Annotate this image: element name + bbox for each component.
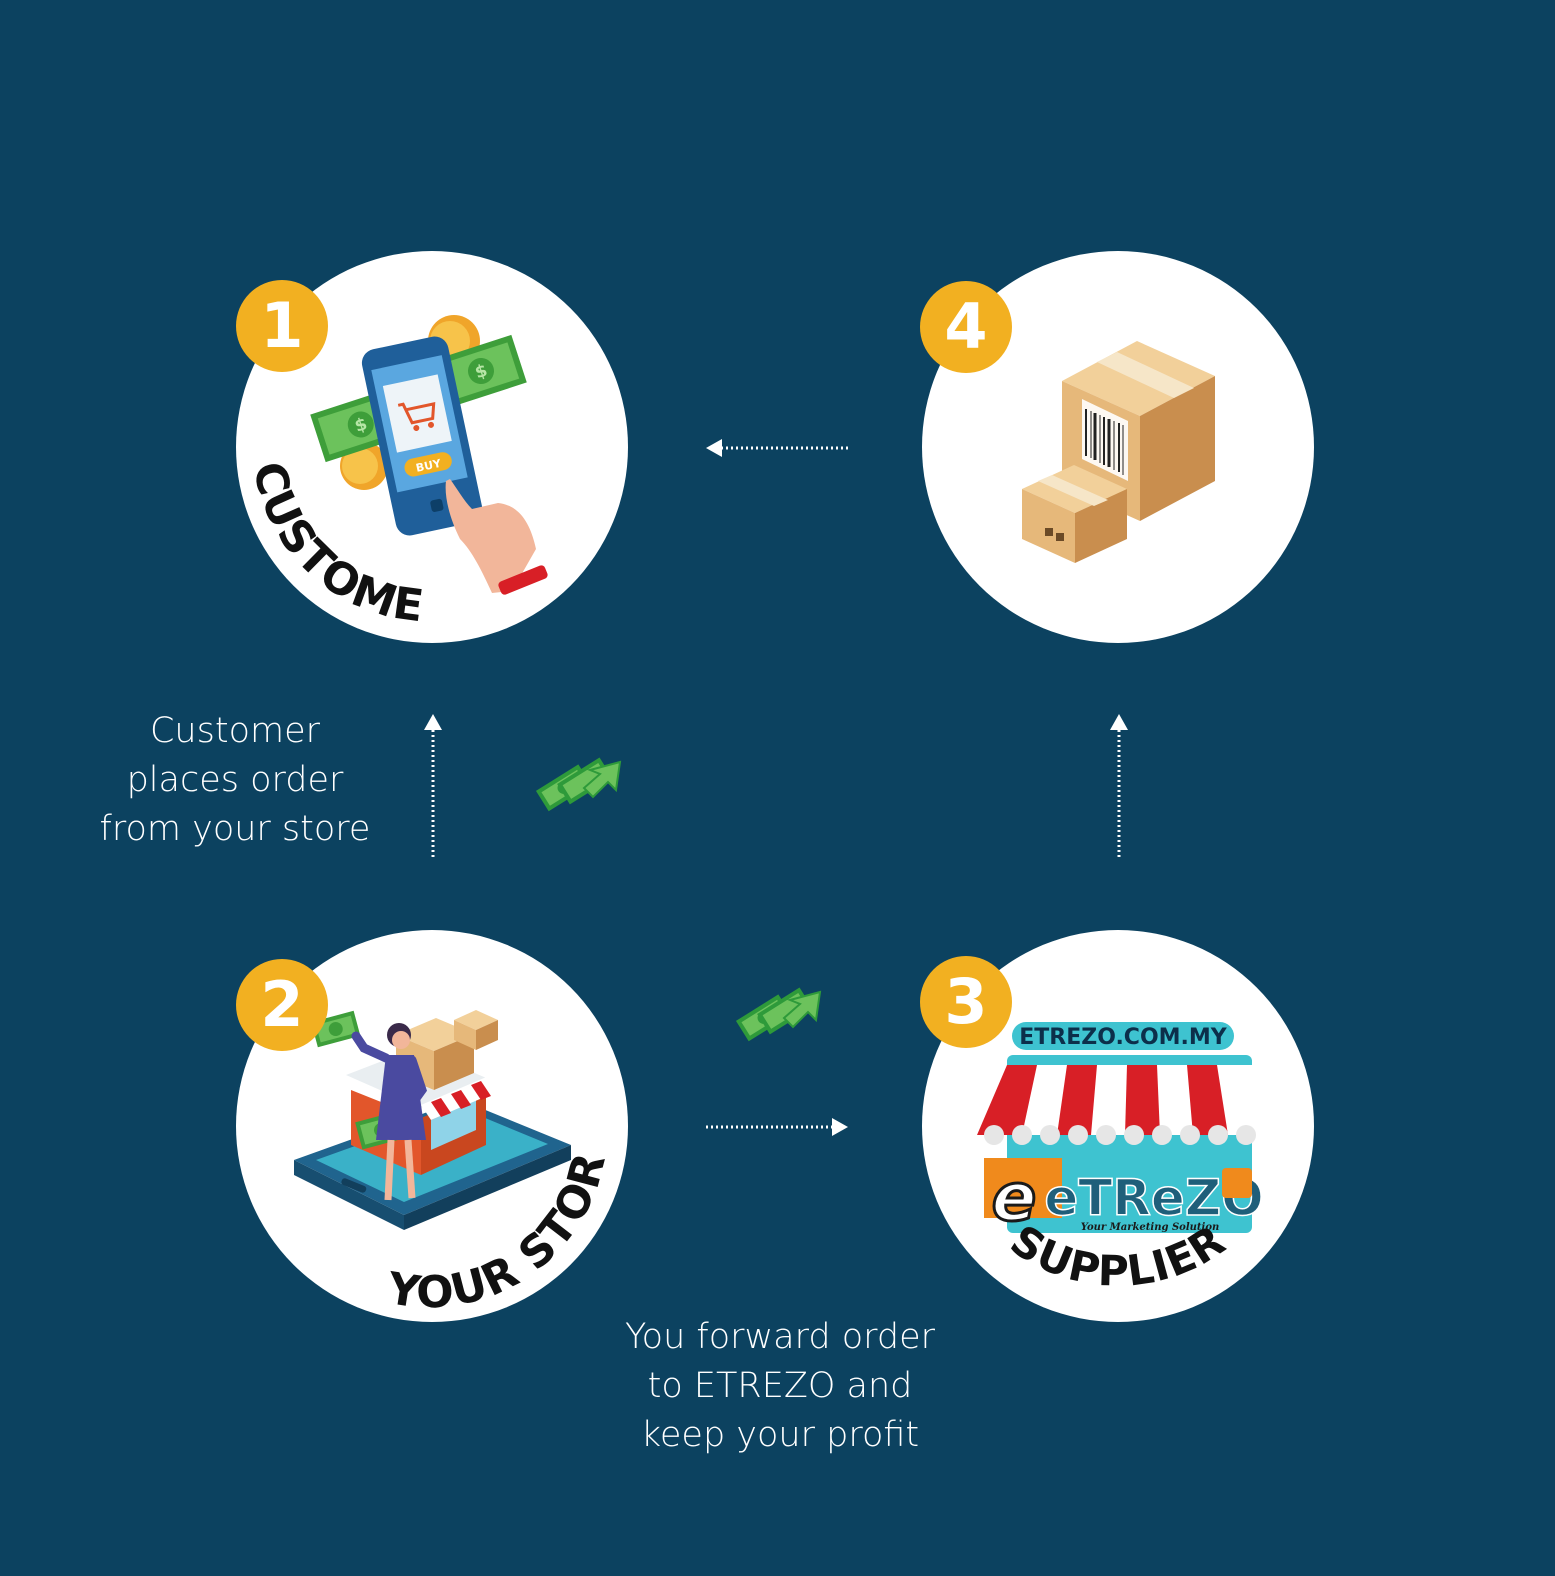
arrow-store-to-customer — [424, 714, 442, 857]
supplier-tagline-text: Your Marketing Solution — [1081, 1222, 1220, 1233]
supplier-banner-text: ETREZO.COM.MY — [1019, 1025, 1228, 1050]
step-supplier-circle: ETREZO.COM.MY e eTReZO Your Marketing So — [922, 930, 1314, 1322]
caption-forward-order-line-1: You forward order — [624, 1317, 936, 1357]
phone-buy-icon: $ $ BUY — [236, 251, 548, 632]
mobile-store-icon: YOUR STORE — [236, 930, 615, 1319]
step-4-badge: 4 — [920, 281, 1012, 373]
step-4-number: 4 — [944, 290, 988, 363]
step-shipping-circle — [922, 251, 1314, 643]
etrezo-shop-icon: ETREZO.COM.MY e eTReZO Your Marketing So — [977, 1022, 1264, 1296]
caption-forward-order-line-2: to ETREZO and — [647, 1366, 913, 1406]
caption-customer-order-line-2: places order — [126, 760, 344, 800]
cardboard-boxes-icon — [1022, 341, 1215, 563]
step-3-badge: 3 — [920, 956, 1012, 1048]
step-3-number: 3 — [944, 965, 988, 1038]
svg-text:$: $ — [352, 414, 369, 437]
step-1-number: 1 — [260, 289, 304, 362]
money-growth-icon-lower — [735, 987, 822, 1042]
arrow-shipping-to-customer — [706, 439, 848, 457]
svg-text:$: $ — [473, 361, 490, 384]
money-growth-icon-upper — [535, 757, 622, 812]
svg-text:BUY: BUY — [415, 457, 443, 475]
arrow-store-to-supplier — [706, 1118, 848, 1136]
caption-customer-order-line-1: Customer — [149, 711, 320, 751]
caption-customer-order: Customer places order from your store — [70, 707, 400, 854]
arrow-supplier-to-shipping — [1110, 714, 1128, 857]
caption-customer-order-line-3: from your store — [99, 809, 371, 849]
caption-forward-order-line-3: keep your profit — [640, 1415, 920, 1455]
step-2-number: 2 — [260, 968, 304, 1041]
step-1-badge: 1 — [236, 280, 328, 372]
step-customer-circle: $ $ BUY — [236, 251, 628, 643]
step-2-badge: 2 — [236, 959, 328, 1051]
svg-text:e: e — [992, 1159, 1037, 1236]
caption-forward-order: You forward order to ETREZO and keep you… — [590, 1313, 970, 1460]
